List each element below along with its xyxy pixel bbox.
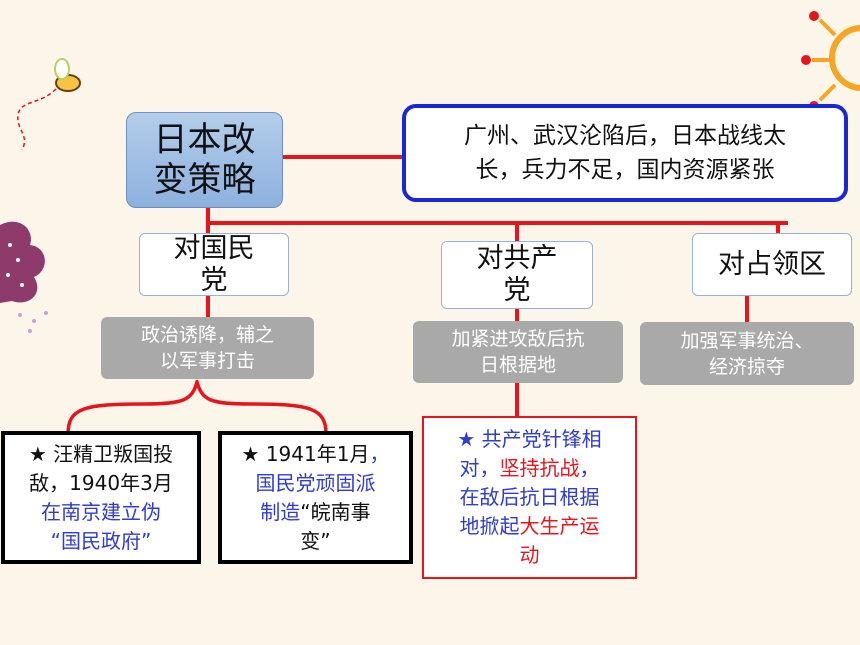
root-node-japan-policy: 日本改 变策略 <box>126 112 283 208</box>
detail-wannan-date: ★ 1941年1月 <box>241 441 370 466</box>
detail-ccp-line3: 在敌后抗日根据 <box>459 485 600 509</box>
branch-bar-connector <box>208 221 788 225</box>
detail-wang-jingwei: ★ 汪精卫叛国投 敌，1940年3月 在南京建立伪 “国民政府” <box>1 431 201 564</box>
category-ccp-line1: 对共产 <box>476 243 558 274</box>
reason-line1: 广州、武汉沦陷后，日本战线太 <box>464 123 786 149</box>
policy-occupied-line1: 加强军事统治、 <box>680 329 814 352</box>
flower-decoration-icon <box>801 11 860 111</box>
root-reason-connector <box>283 155 402 159</box>
detail-wannan-line3a: 制造 <box>260 499 301 524</box>
category-occupied-area: 对占领区 <box>692 233 852 296</box>
category-occupied-line1: 对占领区 <box>718 248 826 280</box>
policy-kmt: 政治诱降，辅之 以军事打击 <box>101 317 314 379</box>
detail-ccp-line2a: 对， <box>459 456 500 480</box>
cloud-decoration-icon <box>0 221 48 333</box>
root-line2: 变策略 <box>153 160 256 200</box>
brace-connector <box>66 380 328 435</box>
policy-ccp: 加紧进攻敌后抗 日根据地 <box>413 321 623 383</box>
category-ccp-line2: 党 <box>503 275 531 306</box>
policy-ccp-line2: 日根据地 <box>479 354 556 376</box>
category-kmt-line2: 党 <box>200 264 228 296</box>
cat1-policy-connector <box>206 296 210 318</box>
detail-wang-line2: 敌，1940年3月 <box>29 470 173 495</box>
detail-wannan-line3b: “皖南事 <box>300 499 371 524</box>
policy-kmt-line1: 政治诱降，辅之 <box>140 324 274 346</box>
category-ccp: 对共产 党 <box>441 241 593 309</box>
detail-wang-line4: “国民政府” <box>50 528 152 553</box>
reason-line2: 长，兵力不足，国内资源紧张 <box>475 157 775 183</box>
detail-wang-line1: ★ 汪精卫叛国投 <box>28 441 174 466</box>
root-line1: 日本改 <box>153 120 256 160</box>
detail-ccp-line1: ★ 共产党针锋相 <box>457 427 602 451</box>
detail-wannan-line2: 国民党顽固派 <box>255 470 376 495</box>
detail-ccp-line4a: 地掀起 <box>459 514 520 538</box>
cat3-policy-connector <box>745 296 749 322</box>
detail-wang-line3: 在南京建立伪 <box>40 499 161 524</box>
bee-icon <box>17 58 81 151</box>
detail-ccp-keep-fighting: 坚持抗战 <box>499 456 580 480</box>
reason-box: 广州、武汉沦陷后，日本战线太 长，兵力不足，国内资源紧张 <box>402 104 848 202</box>
policy-occupied-line2: 经济掠夺 <box>708 355 785 378</box>
detail-ccp-production-movement: 大生产运 <box>519 514 600 538</box>
root-down-connector <box>206 208 210 233</box>
category-kmt-line1: 对国民 <box>173 232 255 264</box>
detail-wannan-line4: 变” <box>300 528 331 553</box>
detail-ccp-line5: 动 <box>519 543 540 567</box>
cat2-policy-connector <box>515 309 519 321</box>
category-kmt: 对国民 党 <box>139 233 289 296</box>
branch3-stem <box>776 221 780 233</box>
policy-kmt-line2: 以军事打击 <box>159 350 255 372</box>
policy2-detail-connector <box>515 383 519 416</box>
detail-wannan-comma: ， <box>369 441 390 466</box>
detail-ccp-line2c: ， <box>579 456 600 480</box>
branch2-stem <box>515 221 519 241</box>
policy-occupied-area: 加强军事统治、 经济掠夺 <box>640 322 854 385</box>
detail-ccp-response: ★ 共产党针锋相 对，坚持抗战， 在敌后抗日根据 地掀起大生产运 动 <box>422 416 637 579</box>
detail-wannan-incident: ★ 1941年1月， 国民党顽固派 制造“皖南事 变” <box>218 431 413 564</box>
policy-ccp-line1: 加紧进攻敌后抗 <box>451 328 585 350</box>
